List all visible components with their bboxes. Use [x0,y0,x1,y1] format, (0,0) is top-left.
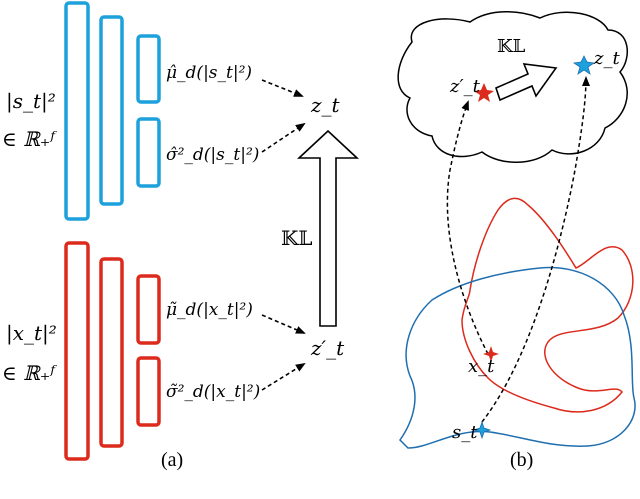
mu-tilde-label: μ̃_d(|x_t|²) [166,300,253,320]
caption-b: (b) [510,449,533,471]
clean-manifold [399,266,636,449]
noisy-encoder [64,241,161,461]
clean-encoder [64,1,161,221]
sigma-hat-label: σ̂²_d(|s_t|²) [166,145,259,165]
noisy-encoder-layer-1 [64,241,90,461]
s-t-to-z-t-path [481,76,590,423]
z-t-prime-label-b: z′_t [449,76,481,97]
input-x-domain: ∈ ℝ₊ᶠ [2,361,57,385]
clean-mu-layer [136,34,161,104]
x-t-label: x_t [468,356,495,377]
mu-hat-arrow [261,79,304,97]
noisy-encoder-layer-2 [99,257,124,448]
input-s-domain: ∈ ℝ₊ᶠ [2,127,57,151]
kl-label-b: 𝕂𝕃 [497,36,526,57]
panel-a: |s_t|² ∈ ℝ₊ᶠ |x_t|² ∈ ℝ₊ᶠ μ̂_d(|s_t|²) σ… [2,1,360,471]
noisy-manifold [461,197,634,413]
latent-space-cloud [397,11,628,163]
x-t-to-z-t-prime-path [446,100,489,355]
mu-hat-label: μ̂_d(|s_t|²) [166,63,252,83]
sigma-tilde-label: σ̃²_d(|x_t|²) [166,382,260,402]
panel-b: 𝕂𝕃 z′_t z_t x_t s_t (b) [397,11,636,471]
z-t-star [572,55,596,75]
noisy-mu-layer [136,274,161,345]
clean-sigma-layer [136,117,161,188]
sigma-tilde-arrow [261,362,306,391]
clean-encoder-layer-2 [99,15,124,206]
sigma-hat-arrow [261,122,306,153]
z-t-prime-label: z′_t [310,336,345,360]
z-t-prime-star [474,83,494,102]
input-s-label: |s_t|² [6,89,56,114]
s-t-point [472,420,492,440]
mu-tilde-arrow [261,314,306,334]
noisy-sigma-layer [136,356,161,427]
clean-encoder-layer-1 [64,1,90,221]
x-t-point [483,346,499,362]
kl-label-a: 𝕂𝕃 [281,226,312,250]
z-t-label: z_t [310,93,341,117]
kl-small-arrow [495,63,558,102]
s-t-label: s_t [452,422,478,443]
z-t-label-b: z_t [593,48,620,69]
caption-a: (a) [161,449,183,471]
kl-big-arrow [296,129,360,327]
input-x-label: |x_t|² [6,321,57,346]
